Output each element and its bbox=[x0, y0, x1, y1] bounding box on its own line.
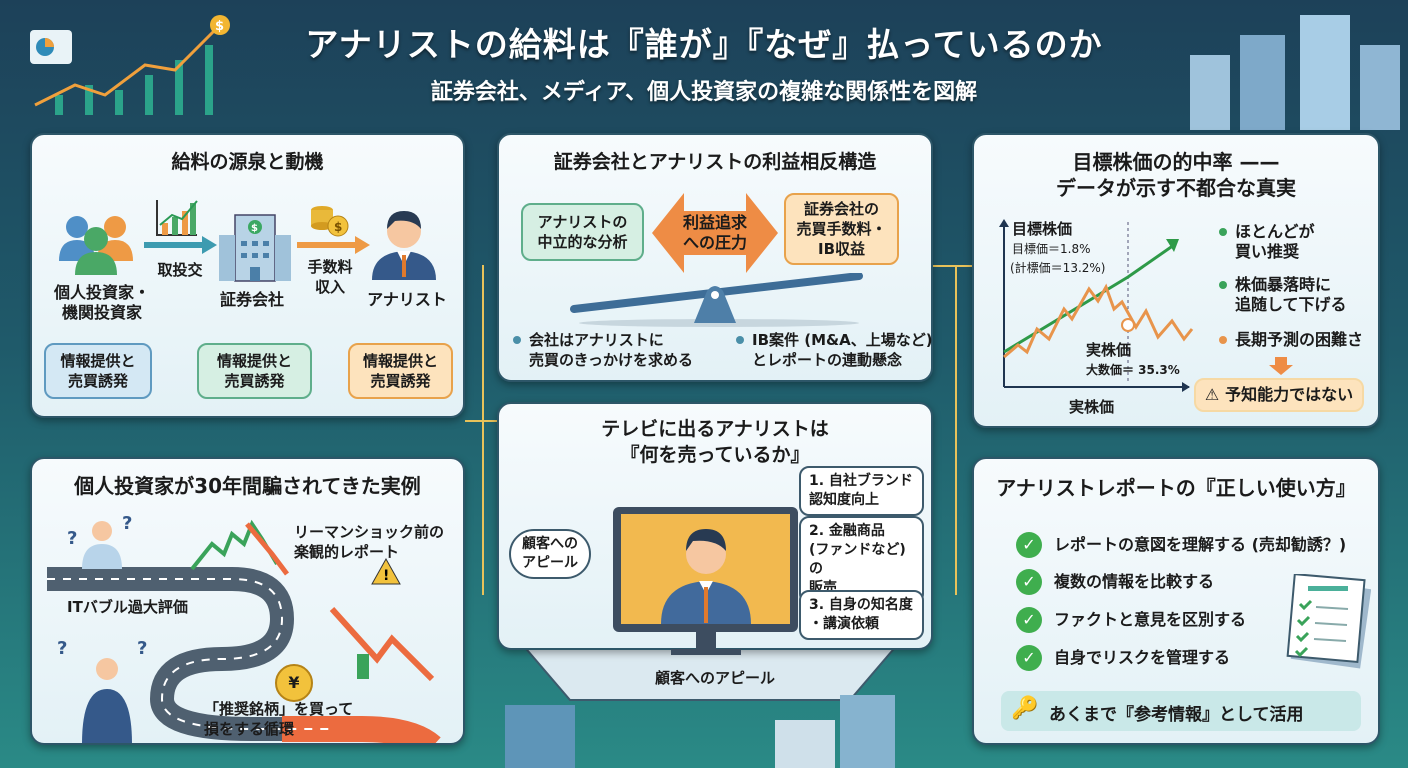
check-icon: ✓ bbox=[1016, 645, 1042, 671]
label-it-bubble: ITバブル過大評価 bbox=[67, 598, 188, 616]
firm-revenue-box: 証券会社の 売買手数料・ IB収益 bbox=[784, 193, 899, 265]
panel-title: 『何を売っているか』 bbox=[620, 444, 810, 466]
actual-price-line bbox=[1003, 283, 1194, 359]
analyst-neutral-box: アナリストの 中立的な分析 bbox=[521, 203, 644, 261]
tv-monitor-icon bbox=[613, 507, 798, 655]
panel-target-accuracy: 目標株価の的中率 —— データが示す不都合な真実 目標株価 目標価＝1.8% (… bbox=[972, 133, 1380, 428]
checklist-document-icon bbox=[1286, 574, 1371, 669]
svg-text:$: $ bbox=[334, 220, 342, 234]
usage-item: 複数の情報を比較する bbox=[1054, 572, 1215, 591]
svg-text:?: ? bbox=[67, 528, 77, 549]
bullet-firm-demands: 会社はアナリストに 売買のきっかけを求める bbox=[511, 330, 721, 370]
svg-text:?: ? bbox=[122, 513, 132, 534]
seesaw-icon bbox=[570, 273, 863, 327]
svg-text:$: $ bbox=[251, 223, 258, 234]
actual-price-label: 実株価 bbox=[1086, 341, 1132, 359]
arrow-label-trade: 取投交 bbox=[157, 261, 203, 279]
usage-footer: 🔑 あくまで『参考情報』として活用 bbox=[1001, 691, 1361, 731]
yen-coin-icon: ¥ bbox=[288, 673, 300, 692]
panel-title: 証券会社とアナリストの利益相反構造 bbox=[553, 151, 877, 173]
building-icon: $ bbox=[219, 214, 291, 282]
y-axis-label: 目標株価 bbox=[1012, 220, 1073, 238]
arrow-to-analyst bbox=[297, 236, 370, 254]
panel-title: 個人投資家が30年間騙されてきた実例 bbox=[74, 474, 421, 498]
check-icon: ✓ bbox=[1016, 532, 1042, 558]
label-loss-cycle: 「推奨銘柄」を買って 損をする循環 bbox=[204, 700, 354, 738]
key-icon: 🔑 bbox=[1011, 696, 1039, 721]
usage-item: ファクトと意見を区別する bbox=[1054, 610, 1247, 629]
warning-text: 予知能力ではない bbox=[1225, 385, 1354, 404]
target-price-line bbox=[1003, 243, 1175, 354]
analyst-icon bbox=[372, 211, 436, 280]
panel-tv-analyst: テレビに出るアナリストは 『何を売っているか』 顧客への アピール 1. 自社ブ… bbox=[497, 402, 933, 655]
buildings-bottom-icon bbox=[505, 695, 895, 768]
point-long-term: 長期予測の困難さ bbox=[1217, 330, 1363, 350]
point-text: ほとんどが 買い推奨 bbox=[1235, 222, 1315, 261]
actor-securities-firm: 証券会社 bbox=[219, 290, 284, 309]
bullet-text: IB案件 (M&A、上場など) とレポートの連動懸念 bbox=[752, 331, 933, 369]
actor-analyst: アナリスト bbox=[367, 290, 447, 309]
city-buildings-icon bbox=[1190, 15, 1400, 130]
point-text: 株価暴落時に 追随して下げる bbox=[1235, 275, 1347, 314]
panel-title: アナリストレポートの『正しい使い方』 bbox=[996, 476, 1356, 500]
note-firm: 情報提供と 売買誘発 bbox=[197, 343, 312, 399]
price-chart bbox=[999, 219, 1194, 392]
footer-text: あくまで『参考情報』として活用 bbox=[1049, 705, 1304, 725]
appeal-bubble: 顧客への アピール bbox=[509, 529, 591, 579]
warning-icon: ⚠ bbox=[1204, 385, 1220, 404]
investors-icon bbox=[59, 216, 133, 275]
panel-title: 目標株価の的中率 —— bbox=[1072, 150, 1280, 174]
connector bbox=[482, 265, 484, 595]
point-follow-crash: 株価暴落時に 追随して下げる bbox=[1217, 275, 1347, 315]
arrow-label-fee-income: 手数料 収入 bbox=[307, 258, 353, 296]
pressure-label: 利益追求 への圧力 bbox=[682, 213, 747, 252]
growth-chart-icon: $ bbox=[30, 15, 230, 115]
bottom-appeal-label: 顧客へのアピール bbox=[654, 669, 775, 687]
svg-text:?: ? bbox=[137, 638, 147, 659]
double-arrow-icon bbox=[652, 193, 778, 273]
panel-title: テレビに出るアナリストは bbox=[601, 418, 829, 440]
reason-brand: 1. 自社ブランド 認知度向上 bbox=[799, 466, 924, 516]
page-title: アナリストの給料は『誰が』『なぜ』払っているのか bbox=[305, 25, 1103, 64]
connector bbox=[465, 420, 497, 422]
warning-box: ⚠ 予知能力ではない bbox=[1194, 378, 1364, 412]
label-lehman: リーマンショック前の 楽観的レポート bbox=[294, 523, 445, 561]
reason-fame: 3. 自身の知名度 ・講演依頼 bbox=[799, 590, 924, 640]
bullet-ib-link: IB案件 (M&A、上場など) とレポートの連動懸念 bbox=[734, 330, 934, 370]
svg-text:!: ! bbox=[383, 568, 389, 584]
panel-correct-usage: アナリストレポートの『正しい使い方』 ✓ レポートの意図を理解する (売却勧誘？… bbox=[972, 457, 1380, 745]
panel-title: データが示す不都合な真実 bbox=[1056, 176, 1296, 200]
road-illustration: ! ?? ?? bbox=[47, 513, 441, 743]
arrow-to-firm bbox=[144, 236, 217, 254]
usage-item: 自身でリスクを管理する bbox=[1054, 648, 1231, 667]
svg-text:?: ? bbox=[57, 638, 67, 659]
point-buy-recommend: ほとんどが 買い推奨 bbox=[1217, 222, 1315, 262]
chart-icon bbox=[156, 200, 198, 236]
check-icon: ✓ bbox=[1016, 569, 1042, 595]
panel-salary-source: 給料の源泉と動機 個人投資家・ 機関投資家 取投交 $ 証券会社 $ 手数料 収… bbox=[30, 133, 465, 418]
point-text: 長期予測の困難さ bbox=[1235, 330, 1364, 349]
page-subtitle: 証券会社、メディア、個人投資家の複雑な関係性を図解 bbox=[430, 80, 978, 105]
note-investors: 情報提供と 売買誘発 bbox=[44, 343, 152, 399]
connector bbox=[955, 265, 957, 595]
down-arrow-icon bbox=[1269, 357, 1293, 375]
panel-history: 個人投資家が30年間騙されてきた実例 ! ?? ?? ¥ リーマンショック前の … bbox=[30, 457, 465, 745]
usage-item: レポートの意図を理解する (売却勧誘？) bbox=[1054, 535, 1347, 554]
bullet-text: 会社はアナリストに 売買のきっかけを求める bbox=[529, 331, 693, 369]
panel-conflict-of-interest: 証券会社とアナリストの利益相反構造 アナリストの 中立的な分析 利益追求 への圧… bbox=[497, 133, 933, 382]
x-axis-label: 実株価 bbox=[1069, 398, 1115, 416]
target-note-2: (計標価＝13.2%) bbox=[1010, 261, 1106, 275]
connector bbox=[933, 265, 973, 267]
svg-text:$: $ bbox=[215, 19, 224, 34]
panel-title: 給料の源泉と動機 bbox=[171, 151, 324, 173]
check-icon: ✓ bbox=[1016, 607, 1042, 633]
actor-investors: 個人投資家・ 機関投資家 bbox=[53, 283, 150, 322]
note-analyst: 情報提供と 売買誘発 bbox=[348, 343, 453, 399]
actual-price-note: 大数価＝ 35.3% bbox=[1086, 363, 1180, 377]
coins-icon: $ bbox=[311, 206, 349, 237]
target-note-1: 目標価＝1.8% bbox=[1012, 242, 1091, 256]
